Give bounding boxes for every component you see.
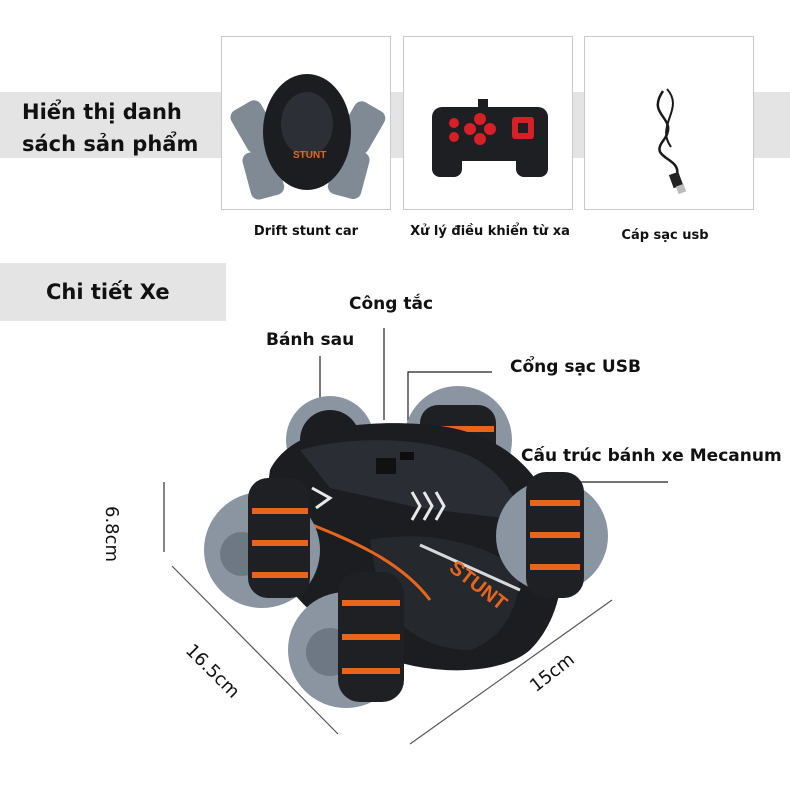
product-list-title: Hiển thị danh sách sản phẩm: [0, 92, 215, 158]
mecanum-wheel-front-bottom: [288, 572, 404, 708]
product-card-car[interactable]: STUNT: [221, 36, 391, 210]
rear-wheel-label: Bánh sau: [266, 330, 355, 350]
mecanum-wheel-label: Cấu trúc bánh xe Mecanum: [521, 446, 782, 466]
product-caption-remote: Xử lý điều khiển từ xa: [410, 224, 570, 239]
product-card-usb-cable[interactable]: [584, 36, 754, 210]
usb-port: [400, 452, 414, 460]
product-caption-usb: Cáp sạc usb: [621, 228, 709, 243]
svg-text:STUNT: STUNT: [293, 150, 326, 161]
power-switch: [376, 458, 396, 474]
height-dimension-label: 6.8cm: [101, 506, 122, 563]
mecanum-wheel-front-right: [496, 472, 608, 598]
remote-controller-icon: [432, 99, 548, 177]
car-details-title: Chi tiết Xe: [0, 263, 226, 321]
length-dimension-line: [171, 565, 339, 735]
switch-label: Công tắc: [349, 294, 434, 314]
usb-port-leader: [407, 371, 492, 428]
usb-port-label: Cổng sạc USB: [510, 357, 641, 377]
usb-cable-icon: [656, 88, 687, 195]
product-card-remote[interactable]: [403, 36, 573, 210]
width-dimension-line: [409, 599, 613, 745]
product-caption-car: Drift stunt car: [253, 224, 359, 239]
stunt-car-icon: STUNT: [230, 74, 386, 200]
mecanum-wheel-front-left: [204, 478, 320, 608]
